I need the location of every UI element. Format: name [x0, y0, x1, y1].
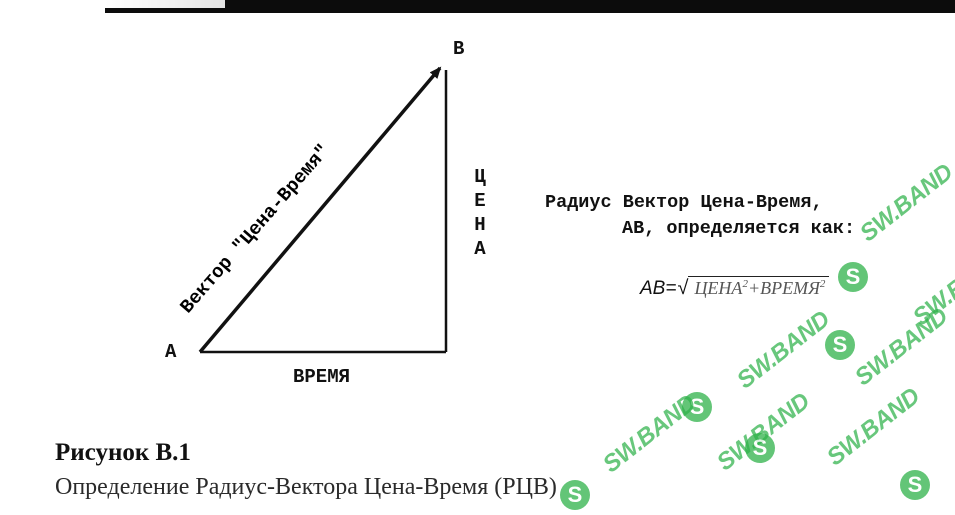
- figure-title: Рисунок В.1: [55, 439, 191, 466]
- time-label: ВРЕМЯ: [293, 366, 351, 388]
- formula-radicand: ЦЕНА2+ВРЕМЯ2: [688, 276, 830, 299]
- price-exponent: 2: [742, 278, 748, 290]
- sw-band-logo-icon: S: [560, 480, 590, 510]
- price-letter: Е: [474, 190, 486, 212]
- formula-line-1: Радиус Вектор Цена-Время,: [545, 192, 823, 213]
- sw-band-logo-icon: S: [900, 470, 930, 500]
- price-letter: Н: [474, 214, 486, 236]
- top-dark-band: [105, 0, 955, 13]
- formula-lhs: АВ=: [640, 278, 677, 299]
- formula-line-2: АВ, определяется как:: [622, 218, 856, 239]
- price-letter: А: [474, 238, 486, 260]
- top-band-fade: [105, 0, 225, 8]
- price-vertical-label: Ц Е Н А: [470, 165, 490, 261]
- formula-description: Радиус Вектор Цена-Время, АВ, определяет…: [545, 192, 955, 244]
- hypotenuse-label: Вектор "Цена-Время": [176, 140, 335, 318]
- point-a-label: A: [165, 341, 177, 363]
- price-time-formula: АВ=√ЦЕНА2+ВРЕМЯ2: [640, 276, 830, 300]
- time-exponent: 2: [819, 278, 826, 290]
- sw-band-logo-icon: S: [745, 433, 775, 463]
- square-root-icon: √: [677, 277, 689, 299]
- price-time-vector-arrow: [198, 66, 442, 354]
- point-b-label: B: [453, 38, 465, 60]
- radicand-time: ВРЕМЯ: [760, 278, 820, 298]
- radicand-plus: +: [747, 278, 761, 298]
- sw-band-logo-icon: S: [838, 262, 868, 292]
- price-letter: Ц: [474, 166, 486, 188]
- radicand-price: ЦЕНА: [694, 278, 743, 298]
- sw-band-logo-icon: S: [682, 392, 712, 422]
- sw-band-logo-icon: S: [825, 330, 855, 360]
- figure-caption: Определение Радиус-Вектора Цена-Время (Р…: [55, 474, 557, 500]
